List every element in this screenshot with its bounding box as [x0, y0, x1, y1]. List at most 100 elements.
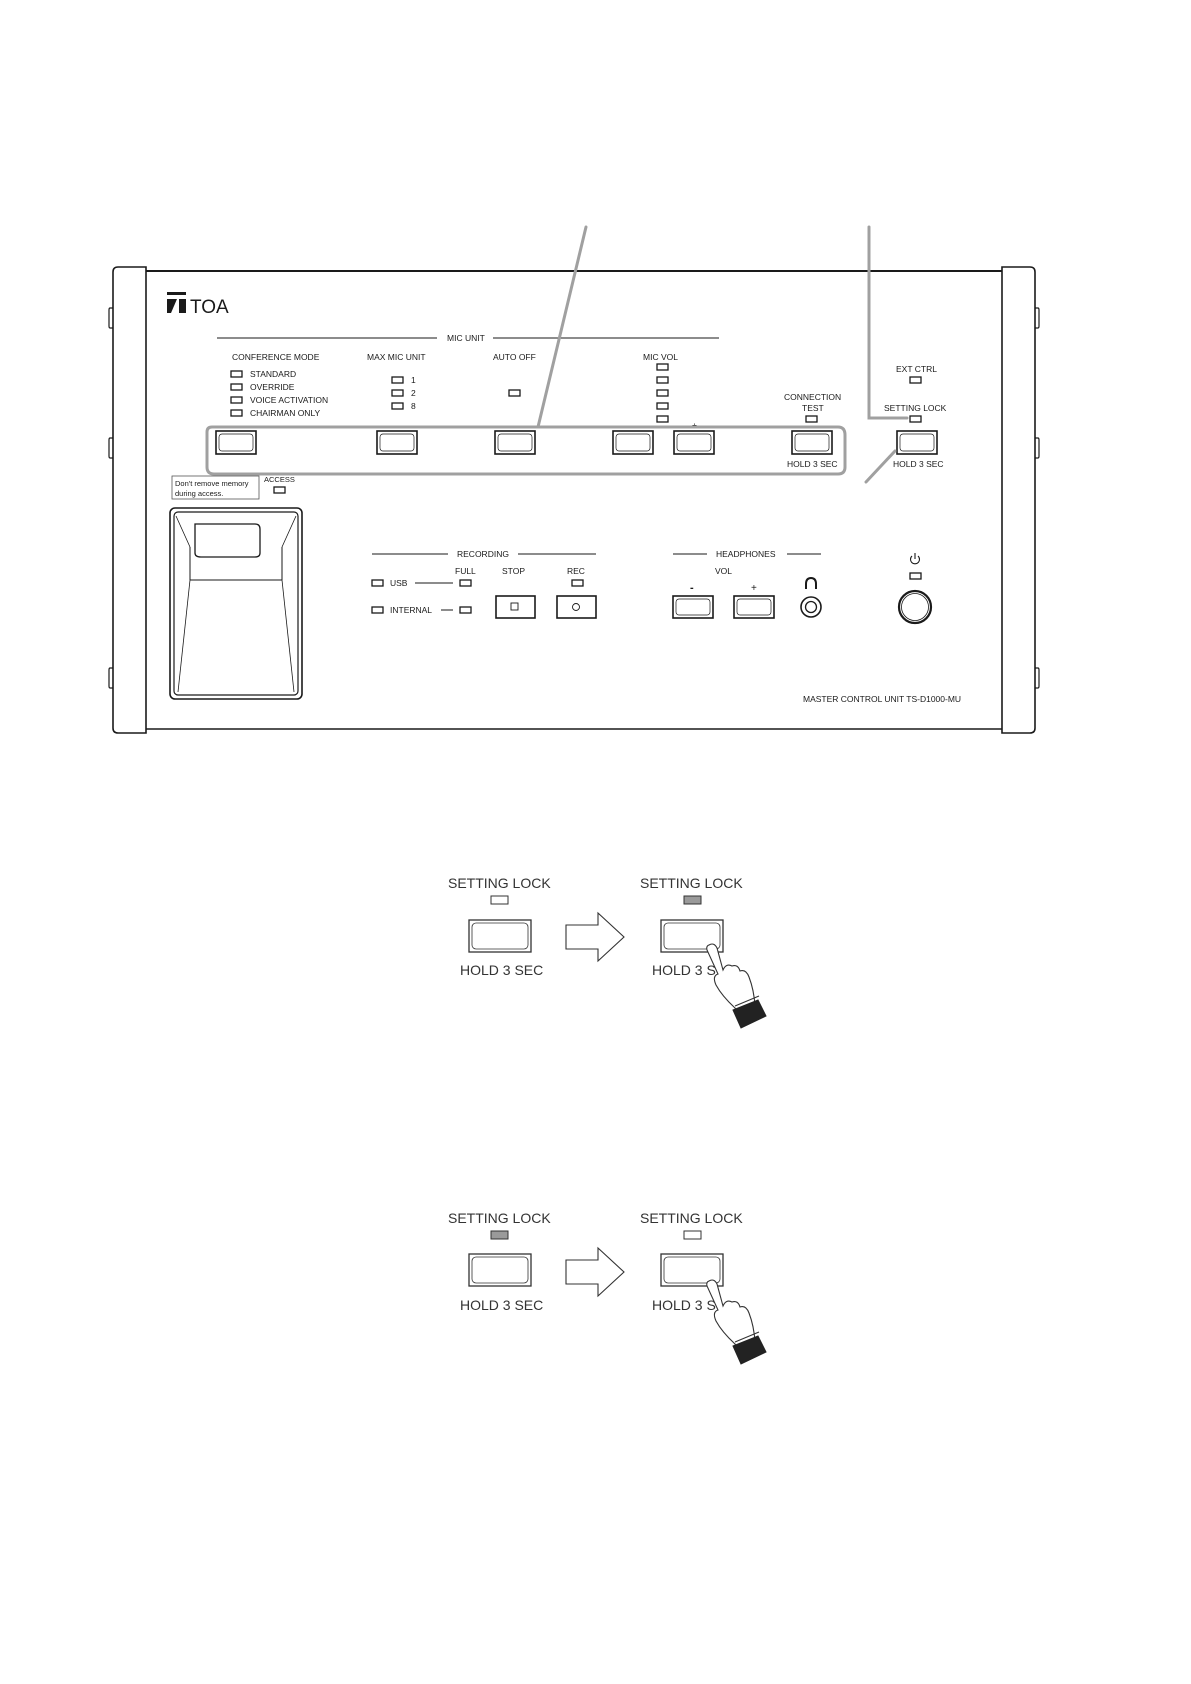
step-2-before-led: [490, 1230, 509, 1240]
mic-vol-minus-button[interactable]: [612, 430, 654, 455]
led-setting-lock: [909, 415, 922, 423]
headphone-jack[interactable]: [800, 596, 822, 618]
mic-unit-callout-leader: [536, 225, 588, 429]
power-button[interactable]: [897, 589, 933, 625]
led-full-internal: [459, 606, 472, 614]
led-chairman-only: [230, 409, 243, 417]
step-2-arrow-icon: [565, 1246, 625, 1298]
option-max-1: 1: [411, 375, 416, 385]
step-1-illustration: SETTING LOCK HOLD 3 SEC SETTING LOCK HOL…: [448, 875, 767, 1029]
mic-vol-led: [656, 376, 669, 384]
led-max-1: [391, 376, 404, 384]
connection-test-label-2: TEST: [802, 403, 824, 413]
max-mic-unit-label: MAX MIC UNIT: [367, 352, 426, 362]
stop-button[interactable]: [495, 595, 536, 619]
headphones-vol-label: VOL: [715, 566, 732, 576]
setting-lock-button[interactable]: [896, 430, 938, 455]
option-max-8: 8: [411, 401, 416, 411]
step-2-before-button[interactable]: [468, 1253, 532, 1287]
left-rack-ear: [108, 266, 147, 734]
stop-label: STOP: [502, 566, 525, 576]
step-2-after-led: [683, 1230, 702, 1240]
mic-vol-minus-label: –: [630, 420, 635, 430]
master-control-unit-panel: TOA MIC UNIT CONFERENCE MODE STANDARD OV…: [108, 225, 1040, 734]
step-2-after: SETTING LOCK HOLD 3 S: [640, 1210, 767, 1365]
step-1-after-hold: HOLD 3 S: [652, 962, 716, 978]
step-2-after-hold: HOLD 3 S: [652, 1297, 716, 1313]
step-1-before-button[interactable]: [468, 919, 532, 953]
option-override: OVERRIDE: [250, 382, 295, 392]
hp-vol-minus-button[interactable]: [672, 595, 714, 619]
option-max-2: 2: [411, 388, 416, 398]
option-voice-activation: VOICE ACTIVATION: [250, 395, 328, 405]
headphones-icon: [805, 576, 817, 589]
led-full-usb: [459, 579, 472, 587]
auto-off-button[interactable]: [494, 430, 536, 455]
max-mic-unit-button[interactable]: [376, 430, 418, 455]
led-rec: [571, 579, 584, 587]
step-1-after: SETTING LOCK HOLD 3 S: [640, 875, 767, 1029]
stop-icon: [510, 602, 519, 611]
mic-vol-led: [656, 402, 669, 410]
mic-vol-led: [656, 389, 669, 397]
mic-vol-plus-label: +: [692, 420, 697, 430]
led-auto-off: [508, 389, 521, 397]
led-voice-activation: [230, 396, 243, 404]
mic-unit-section-label: MIC UNIT: [447, 333, 485, 343]
setting-lock-callout-leader: [867, 225, 909, 420]
step-1-before-hold: HOLD 3 SEC: [460, 962, 543, 978]
callout-lines: [205, 225, 909, 484]
full-label: FULL: [455, 566, 476, 576]
option-chairman-only: CHAIRMAN ONLY: [250, 408, 321, 418]
led-usb: [371, 579, 384, 587]
rec-label: REC: [567, 566, 585, 576]
setting-lock-hold-label: HOLD 3 SEC: [893, 459, 944, 469]
mic-vol-plus-button[interactable]: [673, 430, 715, 455]
memory-warning-line-2: during access.: [175, 489, 223, 498]
conference-mode-button[interactable]: [215, 430, 257, 455]
memory-warning-line-1: Don't remove memory: [175, 479, 249, 488]
hp-vol-plus-button[interactable]: [733, 595, 775, 619]
step-2-before: SETTING LOCK HOLD 3 SEC: [448, 1210, 551, 1313]
source-internal-label: INTERNAL: [390, 605, 432, 615]
step-2-after-label: SETTING LOCK: [640, 1210, 743, 1226]
led-ext-ctrl: [909, 376, 922, 384]
step-1-after-led: [683, 895, 702, 905]
option-standard: STANDARD: [250, 369, 296, 379]
rec-button[interactable]: [556, 595, 597, 619]
step-1-before: SETTING LOCK HOLD 3 SEC: [448, 875, 551, 978]
model-label: MASTER CONTROL UNIT TS-D1000-MU: [803, 694, 961, 704]
conference-mode-label: CONFERENCE MODE: [232, 352, 320, 362]
led-power: [909, 572, 922, 580]
led-max-2: [391, 389, 404, 397]
memory-warning-box: Don't remove memory during access.: [171, 475, 260, 500]
setting-lock-label: SETTING LOCK: [884, 403, 947, 413]
led-max-8: [391, 402, 404, 410]
mic-vol-led: [656, 363, 669, 371]
step-1-before-label: SETTING LOCK: [448, 875, 551, 891]
mic-vol-leds: [656, 363, 669, 423]
mic-vol-led: [656, 415, 669, 423]
recording-section-label: RECORDING: [457, 549, 509, 559]
hp-vol-plus-label: +: [751, 583, 757, 594]
conference-mode-leds: STANDARD OVERRIDE VOICE ACTIVATION CHAIR…: [230, 369, 328, 418]
connection-test-hold-label: HOLD 3 SEC: [787, 459, 838, 469]
right-rack-ear: [1001, 266, 1040, 734]
connection-test-button[interactable]: [791, 430, 833, 455]
headphones-section-label: HEADPHONES: [716, 549, 776, 559]
setting-lock-button-pointer: [864, 449, 897, 484]
memory-card-slot[interactable]: [169, 507, 303, 700]
step-2-before-hold: HOLD 3 SEC: [460, 1297, 543, 1313]
step-2-before-label: SETTING LOCK: [448, 1210, 551, 1226]
step-1-before-led: [490, 895, 509, 905]
pressing-hand-icon: [706, 1279, 767, 1365]
toa-logo: TOA: [167, 292, 229, 318]
led-access: [273, 486, 286, 494]
led-connection-test: [805, 415, 818, 423]
step-1-arrow-icon: [565, 911, 625, 963]
brand-name: TOA: [190, 297, 229, 318]
ext-ctrl-label: EXT CTRL: [896, 364, 937, 374]
power-icon: [909, 553, 921, 565]
auto-off-label: AUTO OFF: [493, 352, 536, 362]
